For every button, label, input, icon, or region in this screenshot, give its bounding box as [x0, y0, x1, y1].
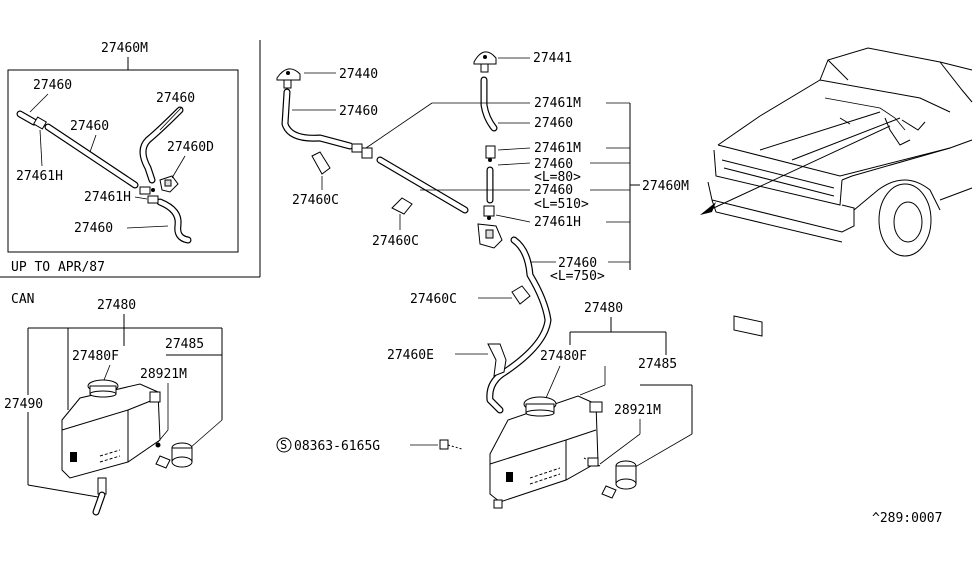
label-clip-upper: 27460C	[292, 193, 339, 208]
inset-panel: 27460M UP TO APR/87 27460	[0, 40, 261, 278]
bracket-item-spec: <L=510>	[534, 197, 589, 212]
can-label-pump-assy: 27485	[165, 337, 204, 352]
truck-illustration	[700, 47, 973, 337]
label-clip-e: 27460E	[387, 348, 434, 363]
bracket-item-part: 27460	[534, 183, 573, 198]
bracket-item-part: 27461H	[534, 215, 581, 230]
inset-label-clip-d: 27460D	[167, 140, 214, 155]
label-hose-left: 27460	[339, 104, 378, 119]
bolt-marker: S	[280, 438, 287, 452]
inset-label-hose-b: 27460	[156, 91, 195, 106]
label-clip-lower: 27460C	[410, 292, 457, 307]
inset-hose-assembly	[16, 106, 192, 244]
label-pump-motor: 28921M	[614, 403, 661, 418]
hose-bracket-group: 27460M 27461M 27460 27461M 27460 <L=80> …	[365, 96, 689, 284]
catalog-code: ^289:0007	[872, 511, 942, 526]
inset-label-joint-a: 27461H	[16, 169, 63, 184]
bolt-marker-circle	[276, 437, 292, 453]
inset-label-hose-a: 27460	[33, 78, 72, 93]
bolt-part: S 08363-6165G	[276, 437, 463, 454]
label-bolt: 08363-6165G	[294, 439, 380, 454]
can-region-label: CAN	[11, 292, 34, 307]
label-tank-cap: 27480F	[540, 349, 587, 364]
inset-label-joint-b: 27461H	[84, 190, 131, 205]
nozzle-right	[473, 51, 497, 73]
can-washer-pump	[155, 442, 193, 469]
clip-lower-shape	[511, 285, 531, 305]
washer-tank	[489, 395, 603, 509]
inset-frame	[7, 69, 239, 253]
bracket-item-spec: <L=750>	[550, 269, 605, 284]
can-tube	[92, 477, 107, 516]
nozzle-left	[276, 68, 301, 89]
can-label-tank-assy: 27480	[97, 298, 136, 313]
label-clip-middle: 27460C	[372, 234, 419, 249]
bracket-item-spec: <L=80>	[534, 170, 581, 185]
label-pump-assy: 27485	[638, 357, 677, 372]
label-nozzle-left: 27440	[339, 67, 378, 82]
main-section: 27440 27441 27460 27460C 27460C 27460C 2…	[276, 47, 973, 526]
label-tank-assy: 27480	[584, 301, 623, 316]
can-washer-tank	[61, 379, 161, 479]
can-label-tank-cap: 27480F	[72, 349, 119, 364]
washer-pump	[583, 457, 637, 499]
can-label-pump-motor: 28921M	[140, 367, 187, 382]
clip-e-shape	[487, 343, 507, 377]
bracket-item-part: 27461M	[534, 141, 581, 156]
clip-upper-shape	[311, 151, 331, 175]
bracket-item-part: 27460	[534, 116, 573, 131]
bracket-item-part: 27460	[534, 157, 573, 172]
bracket-item-part: 27460	[558, 256, 597, 271]
clip-middle-shape	[391, 197, 413, 215]
can-label-tube-assy: 27490	[4, 397, 43, 412]
inset-date-note: UP TO APR/87	[11, 260, 105, 275]
label-nozzle-right: 27441	[533, 51, 572, 66]
can-section: CAN 27480 27480F 27485 28921M 27490	[4, 292, 223, 516]
inset-label-hose-d: 27460	[74, 221, 113, 236]
label-hose-assy: 27460M	[642, 179, 689, 194]
inset-label-hose-c: 27460	[70, 119, 109, 134]
inset-title: 27460M	[101, 41, 148, 56]
bracket-item-part: 27461M	[534, 96, 581, 111]
